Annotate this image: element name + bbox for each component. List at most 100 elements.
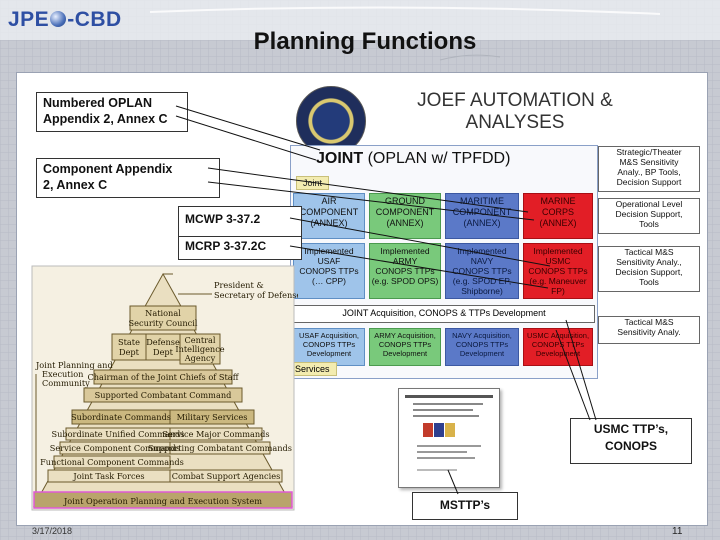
usaf-acquisition-box: USAF Acquisition, CONOPS TTPs Developmen… <box>293 328 365 366</box>
joef-title-line1: JOEF AUTOMATION & <box>417 90 613 111</box>
pyramid-defense-line2: Dept <box>153 347 174 357</box>
implemented-line: NAVY <box>470 256 494 266</box>
army-acquisition-box: ARMY Acquisition, CONOPS TTPs Developmen… <box>369 328 441 366</box>
pyramid-secdef: Secretary of Defense <box>214 290 298 300</box>
command-pyramid: President & Secretary of Defense Nationa… <box>31 265 298 511</box>
side-line: Tools <box>639 277 659 287</box>
air-component-box: AIR COMPONENT (ANNEX) <box>293 193 365 239</box>
acquisition-line: CONOPS TTPs <box>378 340 432 349</box>
implemented-line: USMC <box>545 256 571 266</box>
pyramid-nsc-line1: National <box>145 308 181 318</box>
pyramid-functional-component: Functional Component Commands <box>40 457 184 467</box>
joint-tag: Joint <box>296 176 330 190</box>
component-sub: (ANNEX) <box>386 218 424 228</box>
implemented-line: (… CPP) <box>312 276 346 286</box>
globe-icon <box>50 11 67 27</box>
callout-usmc-ttps: USMC TTP’s, CONOPS <box>570 418 692 464</box>
acquisition-line: ARMY Acquisition, <box>374 331 436 340</box>
pyramid-jpec-line3: Community <box>42 378 90 388</box>
implemented-line: (e.g. SPOD EP, Shipborne) <box>452 276 512 296</box>
pyramid-joint-task-forces: Joint Task Forces <box>72 471 144 481</box>
side-line: Tools <box>639 219 659 229</box>
side-line: Decision Support, <box>615 209 683 219</box>
slide-title: Planning Functions <box>253 28 477 55</box>
msttp-document-thumbnail <box>398 388 500 488</box>
implemented-line: Implemented <box>533 246 583 256</box>
callout-line: Component Appendix <box>43 162 173 176</box>
joef-title-line2: ANALYSES <box>465 112 565 133</box>
maritime-component-box: MARITIME COMPONENT (ANNEX) <box>445 193 519 239</box>
side-line: Sensitivity Analy. <box>617 327 681 337</box>
side-line: Sensitivity Analy., <box>616 257 682 267</box>
acquisition-line: CONOPS TTPs <box>531 340 585 349</box>
operational-level-box: Operational Level Decision Support, Tool… <box>598 198 700 234</box>
footer-date: 3/17/2018 <box>32 526 73 536</box>
pyramid-state-line1: State <box>118 337 140 347</box>
joint-acquisition-bar: JOINT Acquisition, CONOPS & TTPs Develop… <box>293 305 595 323</box>
tactical-decision-box: Tactical M&S Sensitivity Analy., Decisio… <box>598 246 700 292</box>
acquisition-line: CONOPS TTPs <box>455 340 509 349</box>
document-cover-icon <box>405 395 493 471</box>
implemented-line: CONOPS TTPs <box>375 266 435 276</box>
acquisition-line: Development <box>382 349 428 358</box>
marine-corps-box: MARINE CORPS (ANNEX) <box>523 193 593 239</box>
implemented-line: CONOPS TTPs <box>452 266 512 276</box>
joint-heading: JOINT (OPLAN w/ TPFDD) <box>316 150 510 168</box>
callout-line: 2, Annex C <box>43 178 108 192</box>
navy-implemented-box: Implemented NAVY CONOPS TTPs (e.g. SPOD … <box>445 243 519 299</box>
tactical-sensitivity-box: Tactical M&S Sensitivity Analy. <box>598 316 700 344</box>
pyramid-military-services: Military Services <box>177 412 248 422</box>
callout-line: CONOPS <box>604 439 657 453</box>
callout-mcrp: MCRP 3-37.2C <box>178 236 302 260</box>
jpe-cbd-logo: JPE -CBD <box>8 8 122 32</box>
acquisition-line: CONOPS TTPs <box>302 340 356 349</box>
logo-right-text: -CBD <box>67 8 122 31</box>
joef-title: JOEF AUTOMATION & ANALYSES <box>402 90 628 134</box>
logo-left-text: JPE <box>8 8 50 31</box>
callout-component-appendix: Component Appendix 2, Annex C <box>36 158 220 198</box>
implemented-line: ARMY <box>392 256 418 266</box>
army-implemented-box: Implemented ARMY CONOPS TTPs (e.g. SPOD … <box>369 243 441 299</box>
usmc-acquisition-box: USMC Acquisition, CONOPS TTPs Developmen… <box>523 328 593 366</box>
implemented-line: Implemented <box>380 246 430 256</box>
component-name: MARINE CORPS <box>540 196 576 217</box>
pyramid-subordinate-commands: Subordinate Commands <box>71 412 171 422</box>
callout-numbered-oplan: Numbered OPLAN Appendix 2, Annex C <box>36 92 188 132</box>
implemented-line: (e.g. Maneuver FP) <box>529 276 587 296</box>
component-name: AIR COMPONENT <box>299 196 359 217</box>
usmc-implemented-box: Implemented USMC CONOPS TTPs (e.g. Maneu… <box>523 243 593 299</box>
acquisition-line: NAVY Acquisition, <box>452 331 512 340</box>
callout-line: Numbered OPLAN <box>43 96 153 110</box>
acquisition-line: USAF Acquisition, <box>298 331 360 340</box>
acquisition-line: Development <box>306 349 352 358</box>
pyramid-service-major: Service Major Commands <box>162 429 269 439</box>
strategic-theater-box: Strategic/Theater M&S Sensitivity Analy.… <box>598 146 700 192</box>
pyramid-jopes: Joint Operation Planning and Execution S… <box>63 496 262 506</box>
pyramid-nsc-line2: Security Council <box>129 318 198 328</box>
callout-line: USMC TTP’s, <box>593 422 669 436</box>
pyramid-cia-line1: Central <box>184 335 215 345</box>
pyramid-jpec-line1: Joint Planning and <box>35 360 113 370</box>
component-sub: (ANNEX) <box>463 218 501 228</box>
side-line: Tactical M&S <box>624 317 674 327</box>
ground-component-box: GROUND COMPONENT (ANNEX) <box>369 193 441 239</box>
callout-line: Appendix 2, Annex C <box>43 112 168 126</box>
pyramid-president: President & <box>214 280 264 290</box>
pyramid-supporting-commands: Supporting Combatant Commands <box>148 443 292 453</box>
implemented-line: Implemented <box>457 246 507 256</box>
implemented-line: Implemented <box>304 246 354 256</box>
pyramid-cjcs: Chairman of the Joint Chiefs of Staff <box>87 372 239 382</box>
side-line: Decision Support, <box>615 267 683 277</box>
pyramid-state-line2: Dept <box>119 347 140 357</box>
side-line: Decision Support <box>616 177 682 187</box>
pyramid-sub-unified: Subordinate Unified Commands <box>52 429 185 439</box>
component-sub: (ANNEX) <box>539 218 577 228</box>
callout-msttps: MSTTP’s <box>412 492 518 520</box>
implemented-line: CONOPS TTPs <box>299 266 359 276</box>
side-line: Operational Level <box>615 199 683 209</box>
component-name: GROUND COMPONENT <box>375 196 435 217</box>
pyramid-combat-support: Combat Support Agencies <box>172 471 281 481</box>
component-sub: (ANNEX) <box>310 218 348 228</box>
implemented-line: CONOPS TTPs <box>528 266 588 276</box>
side-line: Strategic/Theater <box>616 147 682 157</box>
